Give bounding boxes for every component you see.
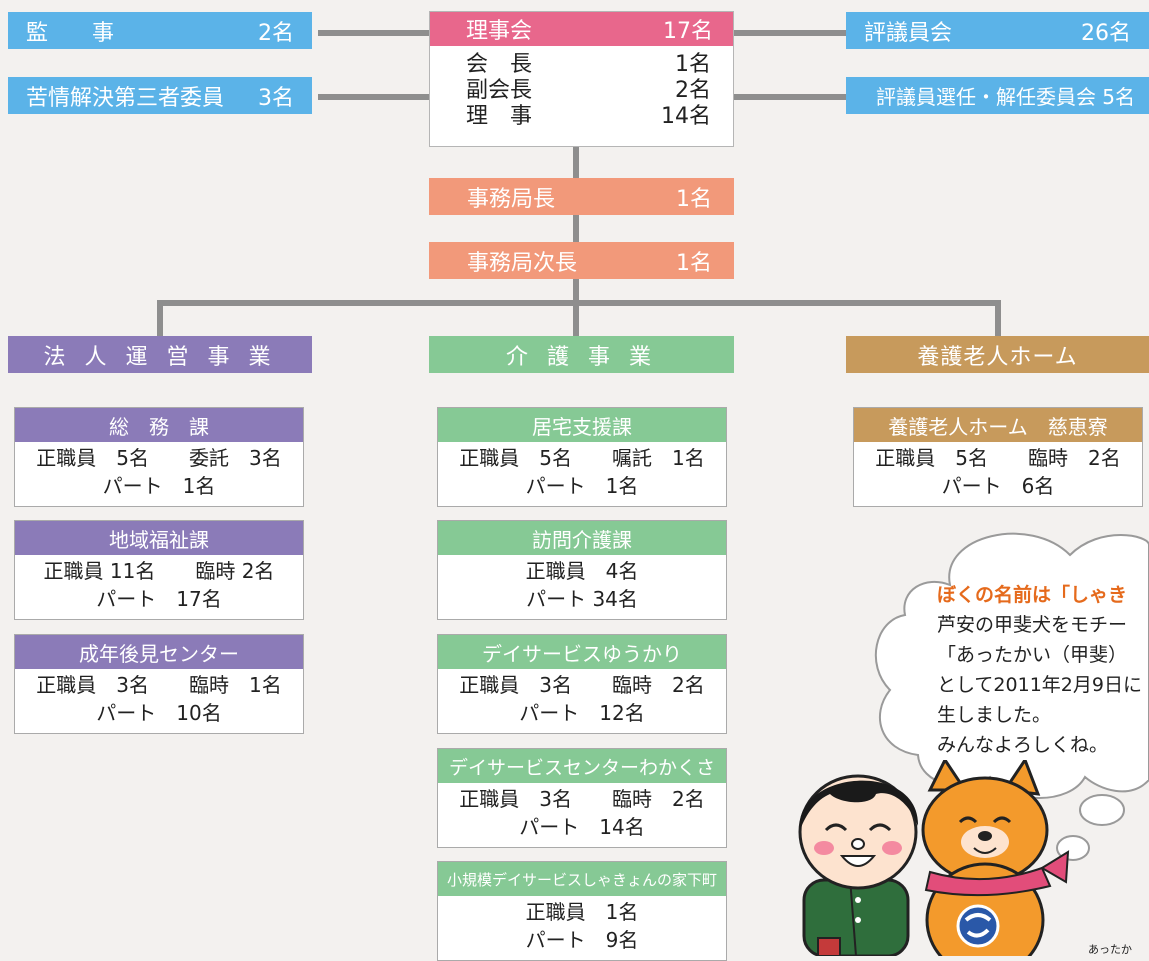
bubble-line: として2011年2月9日に: [937, 674, 1142, 696]
division-care-label: 介 護 事 業: [506, 344, 657, 370]
board-members: 会 長 1名 副会長 2名 理 事 14名: [430, 46, 733, 130]
councilor-selection-box: 評議員選任・解任委員会 5名: [846, 77, 1149, 114]
board-row: 会 長 1名: [430, 52, 733, 78]
deputy-secretary-count: 1名: [676, 250, 712, 276]
mascot-illustration: [798, 760, 1070, 956]
unit-staff-line: 正職員 1名: [525, 900, 639, 924]
connector-line: [157, 300, 1001, 306]
bubble-title: ぼくの名前は「しゃき: [937, 584, 1128, 606]
unit-small-day-service: 小規模デイサービスしゃきょんの家下町 正職員 1名 パート 9名: [437, 861, 727, 961]
board-count: 17名: [663, 19, 713, 44]
councilors-count: 26名: [1081, 20, 1131, 46]
unit-title: デイサービスセンターわかくさ: [438, 749, 726, 783]
division-corporate-label: 法 人 運 営 事 業: [43, 344, 277, 370]
councilor-selection-count: 5名: [1102, 85, 1135, 109]
division-corporate: 法 人 運 営 事 業: [8, 336, 312, 373]
unit-staff-line: パート 6名: [941, 474, 1055, 498]
board-role: 会 長: [466, 52, 533, 77]
connector-line: [157, 300, 163, 336]
unit-title: デイサービスゆうかり: [438, 635, 726, 669]
division-care: 介 護 事 業: [429, 336, 734, 373]
unit-staff-line: パート 10名: [96, 701, 222, 725]
unit-title: 訪問介護課: [438, 521, 726, 555]
footer-text: あったか: [1088, 943, 1132, 956]
deputy-secretary-box: 事務局次長 1名: [429, 242, 734, 279]
connector-line: [734, 30, 846, 36]
dog-mascot: [921, 760, 1070, 956]
unit-day-service-wakakusa: デイサービスセンターわかくさ 正職員 3名 臨時 2名 パート 14名: [437, 748, 727, 848]
unit-day-service-yuukari: デイサービスゆうかり 正職員 3名 臨時 2名 パート 12名: [437, 634, 727, 734]
connector-line: [318, 30, 430, 36]
connector-line: [573, 146, 579, 336]
unit-general-affairs: 総 務 課 正職員 5名 委託 3名 パート 1名: [14, 407, 304, 507]
unit-staff-line: パート 34名: [526, 587, 638, 611]
connector-line: [995, 300, 1001, 336]
unit-staff-line: パート 14名: [519, 815, 645, 839]
unit-staff-line: パート 1名: [525, 474, 639, 498]
division-nursing-home: 養護老人ホーム: [846, 336, 1149, 373]
bubble-line: みんなよろしくね。: [937, 734, 1109, 756]
unit-title: 成年後見センター: [15, 635, 303, 669]
unit-staff-line: 正職員 5名 委託 3名: [36, 446, 282, 470]
unit-home-care: 訪問介護課 正職員 4名 パート 34名: [437, 520, 727, 620]
unit-staff-line: 正職員 3名 臨時 1名: [36, 673, 282, 697]
board-role-count: 14名: [661, 104, 711, 129]
auditor-count: 2名: [258, 20, 294, 46]
unit-staff-line: 正職員 3名 臨時 2名: [459, 673, 705, 697]
board-row: 副会長 2名: [430, 78, 733, 104]
unit-staff-line: 正職員 5名 嘱託 1名: [459, 446, 705, 470]
bubble-line: 「あったかい（甲斐）: [937, 644, 1128, 666]
grievance-committee-label: 苦情解決第三者委員: [26, 85, 225, 111]
unit-staff-line: 正職員 11名 臨時 2名: [43, 559, 275, 583]
unit-title: 養護老人ホーム 慈恵寮: [854, 408, 1142, 442]
grievance-committee-count: 3名: [258, 85, 294, 111]
unit-staff-line: パート 1名: [102, 474, 216, 498]
secretary-general-box: 事務局長 1名: [429, 178, 734, 215]
unit-staff-line: 正職員 5名 臨時 2名: [875, 446, 1121, 470]
board-role: 副会長: [466, 78, 533, 103]
deputy-secretary-label: 事務局次長: [467, 250, 578, 276]
unit-title: 小規模デイサービスしゃきょんの家下町: [438, 862, 726, 896]
board-role-count: 2名: [675, 78, 711, 103]
unit-home-support: 居宅支援課 正職員 5名 嘱託 1名 パート 1名: [437, 407, 727, 507]
councilor-selection-label: 評議員選任・解任委員会: [876, 85, 1096, 109]
secretary-general-count: 1名: [676, 186, 712, 212]
unit-title: 居宅支援課: [438, 408, 726, 442]
board-row: 理 事 14名: [430, 104, 733, 130]
unit-staff-line: パート 9名: [525, 928, 639, 952]
unit-staff-line: パート 12名: [519, 701, 645, 725]
councilors-label: 評議員会: [864, 20, 953, 46]
unit-community-welfare: 地域福祉課 正職員 11名 臨時 2名 パート 17名: [14, 520, 304, 620]
secretary-general-label: 事務局長: [467, 186, 556, 212]
board-role-count: 1名: [675, 52, 711, 77]
board-title: 理事会: [466, 19, 533, 44]
board-box: 理事会 17名 会 長 1名 副会長 2名 理 事 14名: [429, 11, 734, 147]
unit-guardianship-center: 成年後見センター 正職員 3名 臨時 1名 パート 10名: [14, 634, 304, 734]
unit-nursing-home-jikeiryo: 養護老人ホーム 慈恵寮 正職員 5名 臨時 2名 パート 6名: [853, 407, 1143, 507]
auditor-label: 監 事: [26, 20, 115, 46]
bubble-line: 芦安の甲斐犬をモチー: [937, 614, 1128, 636]
grievance-committee-box: 苦情解決第三者委員 3名: [8, 77, 312, 114]
board-role: 理 事: [466, 104, 533, 129]
unit-title: 地域福祉課: [15, 521, 303, 555]
councilors-box: 評議員会 26名: [846, 12, 1149, 49]
connector-line: [318, 94, 430, 100]
bubble-text: ぼくの名前は「しゃき 芦安の甲斐犬をモチー 「あったかい（甲斐） として2011…: [937, 580, 1142, 760]
board-header: 理事会 17名: [430, 12, 733, 46]
unit-staff-line: 正職員 3名 臨時 2名: [459, 787, 705, 811]
unit-staff-line: パート 17名: [96, 587, 222, 611]
auditor-box: 監 事 2名: [8, 12, 312, 49]
division-nursing-home-label: 養護老人ホーム: [917, 344, 1078, 370]
bubble-line: 生しました。: [937, 704, 1052, 726]
unit-title: 総 務 課: [15, 408, 303, 442]
unit-staff-line: 正職員 4名: [525, 559, 639, 583]
connector-line: [734, 94, 846, 100]
boy-mascot: [798, 774, 919, 956]
